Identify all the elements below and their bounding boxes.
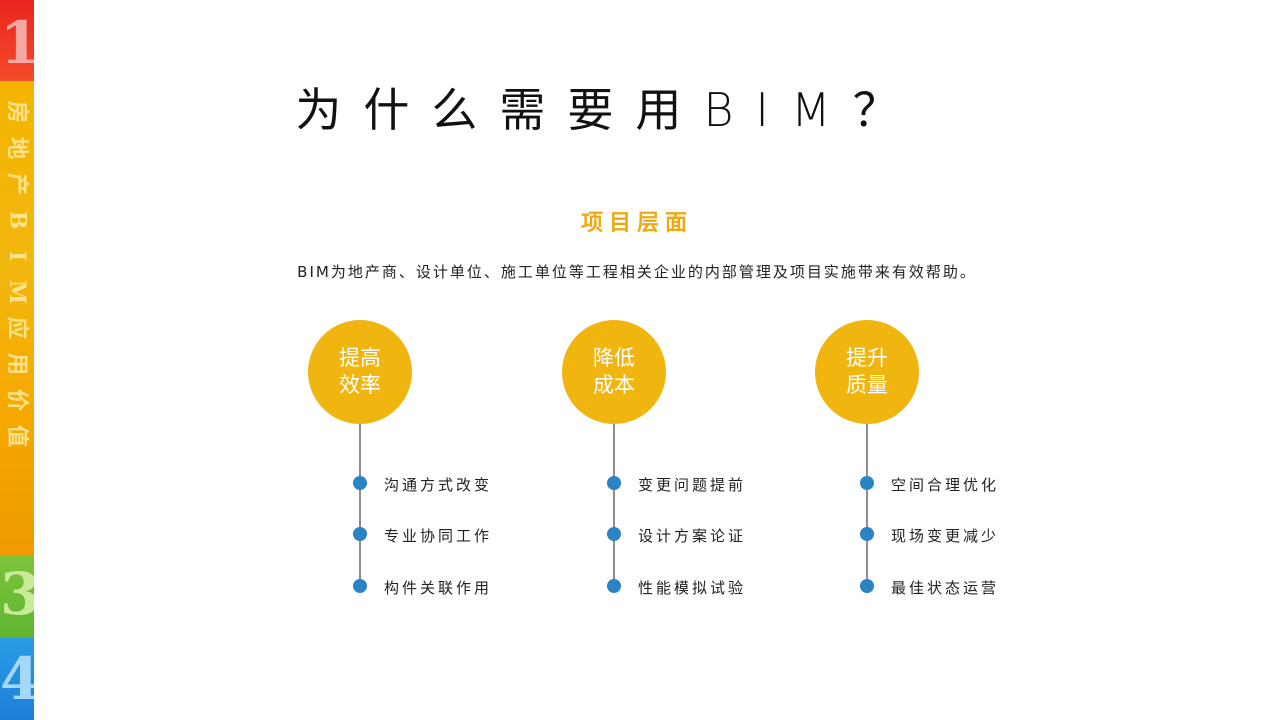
section-number-3: 3 <box>0 560 34 628</box>
circle-label-line1: 提高 <box>339 346 381 370</box>
list-item-label: 构件关联作用 <box>384 579 493 597</box>
benefit-column-quality: 提升 质量 空间合理优化 现场变更减少 最佳状态运营 <box>815 320 996 600</box>
connector-line <box>359 424 361 588</box>
bullet-dot <box>353 579 367 593</box>
description-text: BIM为地产商、设计单位、施工单位等工程相关企业的内部管理及项目实施带来有效帮助… <box>297 263 977 281</box>
section-label-char: 地 <box>3 136 30 160</box>
section-tab-1[interactable]: 1 <box>0 0 34 81</box>
list-item-label: 专业协同工作 <box>384 527 493 545</box>
circle-label-line1: 提升 <box>846 346 888 370</box>
circle-label-line2: 效率 <box>339 373 381 397</box>
bullet-dot <box>860 527 874 541</box>
bullet-dot <box>607 527 621 541</box>
section-tab-4[interactable]: 4 <box>0 638 34 720</box>
section-tab-2[interactable]: 房 地 产 B I M 应 用 价 值 <box>0 81 34 555</box>
circle-label-line2: 质量 <box>846 373 888 397</box>
section-number-1: 1 <box>0 9 34 77</box>
benefit-circle: 提高 效率 <box>308 320 412 424</box>
section-nav-strip: 1 房 地 产 B I M 应 用 价 值 3 4 <box>0 0 34 720</box>
section-label-char: 产 <box>3 172 30 196</box>
section-label-char: I <box>3 250 30 262</box>
circle-label-line1: 降低 <box>593 346 635 370</box>
section-tab-3[interactable]: 3 <box>0 555 34 638</box>
bullet-dot <box>607 476 621 490</box>
list-item-label: 沟通方式改变 <box>384 476 493 494</box>
section-label-char: 应 <box>3 316 30 340</box>
section-number-4: 4 <box>0 645 34 713</box>
benefit-column-cost: 降低 成本 变更问题提前 设计方案论证 性能模拟试验 <box>562 320 743 600</box>
list-item-label: 现场变更减少 <box>891 527 1000 545</box>
list-item-label: 空间合理优化 <box>891 476 1000 494</box>
list-item-label: 变更问题提前 <box>638 476 747 494</box>
section-label-char: 价 <box>3 388 30 412</box>
circle-label-line2: 成本 <box>593 373 635 397</box>
connector-line <box>866 424 868 588</box>
list-item-label: 最佳状态运营 <box>891 579 1000 597</box>
benefit-circle: 提升 质量 <box>815 320 919 424</box>
bullet-dot <box>353 527 367 541</box>
section-label-char: 值 <box>3 424 30 448</box>
benefit-column-efficiency: 提高 效率 沟通方式改变 专业协同工作 构件关联作用 <box>308 320 489 600</box>
bullet-dot <box>860 579 874 593</box>
connector-line <box>613 424 615 588</box>
bullet-dot <box>607 579 621 593</box>
section-label-char: M <box>3 279 30 305</box>
bullet-dot <box>353 476 367 490</box>
slide-title: 为什么需要用BIM？ <box>295 83 921 137</box>
section-label-char: 用 <box>3 352 30 376</box>
bullet-dot <box>860 476 874 490</box>
benefit-circle: 降低 成本 <box>562 320 666 424</box>
list-item-label: 性能模拟试验 <box>638 579 747 597</box>
list-item-label: 设计方案论证 <box>638 527 747 545</box>
section-subtitle: 项目层面 <box>580 211 693 236</box>
